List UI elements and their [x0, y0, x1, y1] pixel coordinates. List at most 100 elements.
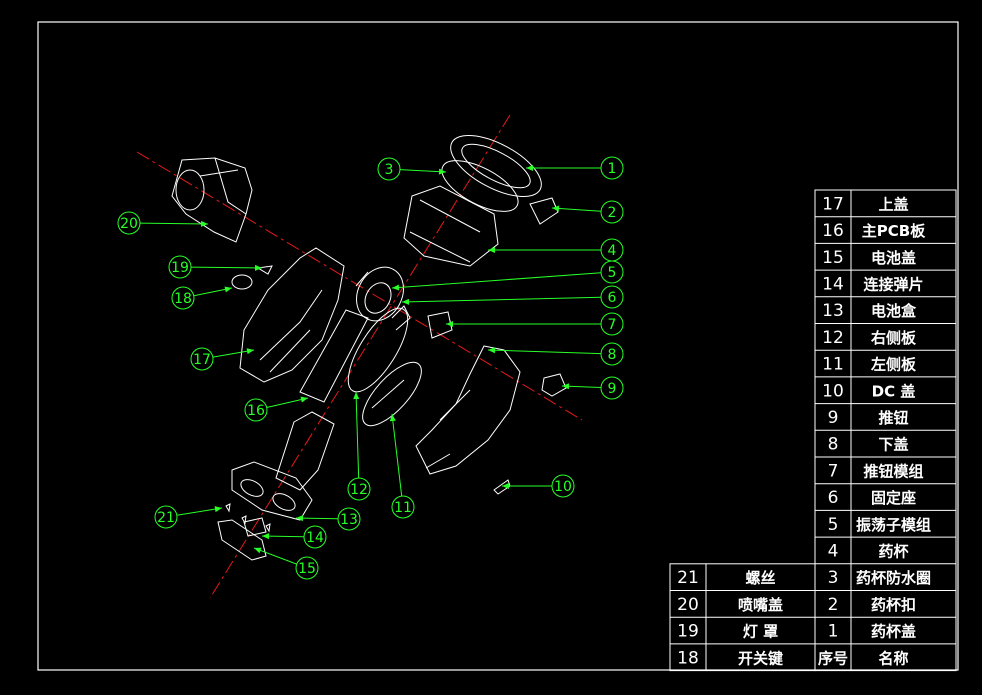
callout-circle-16	[244, 398, 268, 422]
part-screws	[225, 503, 271, 533]
leader-arrow-11	[389, 414, 396, 422]
leader-arrow-2	[552, 205, 560, 212]
callout-number-9: 9	[608, 381, 617, 397]
part-main-pcb	[299, 309, 369, 403]
callout-number-20: 20	[120, 216, 138, 232]
callout-number-5: 5	[608, 265, 617, 281]
bom-item-name: 喷嘴盖	[738, 596, 783, 614]
callout-number-18: 18	[174, 291, 192, 307]
bom-item-name: DC 盖	[872, 382, 916, 400]
callout-number-4: 4	[608, 243, 617, 259]
callout-number-11: 11	[394, 500, 412, 516]
leader-line-12	[355, 391, 360, 479]
bom-item-name: 推钮	[878, 409, 908, 427]
part-outlines	[171, 135, 567, 561]
leader-arrow-19	[254, 264, 262, 271]
callout-17: 17	[190, 347, 255, 371]
part-cup-clip	[529, 197, 559, 225]
leader-arrow-13	[296, 515, 304, 522]
bom-item-number: 13	[822, 301, 844, 321]
part-seal-ring	[441, 160, 519, 212]
leader-line-21	[176, 507, 223, 516]
callout-circle-7	[600, 312, 624, 336]
part-upper-cover	[239, 247, 345, 383]
leader-line-2	[551, 207, 602, 212]
bom-item-number: 21	[677, 568, 699, 588]
callout-number-16: 16	[247, 403, 265, 419]
callout-number-15: 15	[298, 561, 316, 577]
callout-4: 4	[488, 238, 624, 262]
callout-circle-11	[391, 495, 415, 519]
bom-item-name: 连接弹片	[863, 275, 923, 293]
callout-number-2: 2	[608, 205, 617, 221]
callout-3: 3	[377, 157, 447, 181]
callout-circle-12	[347, 477, 371, 501]
bom-item-number: 6	[828, 488, 839, 508]
callout-21: 21	[154, 505, 223, 529]
bom-item-number: 10	[822, 381, 844, 401]
leader-line-8	[487, 349, 602, 355]
callout-circle-2	[600, 200, 624, 224]
callout-circle-14	[303, 525, 327, 549]
callout-1: 1	[526, 156, 624, 180]
callout-10: 10	[502, 474, 575, 498]
callout-circle-10	[551, 474, 575, 498]
callout-2: 2	[551, 200, 624, 224]
drawing-frame	[37, 21, 959, 671]
bom-item-number: 20	[677, 595, 699, 615]
leader-arrow-14	[262, 533, 270, 540]
bom-item-number: 19	[677, 622, 699, 642]
callout-circle-21	[154, 505, 178, 529]
leader-arrow-9	[562, 383, 570, 390]
bom-item-number: 18	[677, 648, 699, 668]
bom-item-name: 药杯防水圈	[856, 569, 931, 587]
part-nozzle-cap	[171, 157, 253, 243]
bom-item-number: 5	[828, 515, 839, 535]
bom-item-name: 主PCB板	[862, 222, 926, 240]
callout-circle-17	[190, 347, 214, 371]
callout-number-17: 17	[193, 352, 211, 368]
callout-6: 6	[401, 285, 624, 309]
part-lower-cover	[415, 345, 521, 475]
callout-circle-13	[337, 507, 361, 531]
leader-arrow-15	[254, 547, 262, 554]
callout-number-7: 7	[608, 317, 617, 333]
callout-number-14: 14	[306, 530, 324, 546]
part-right-side-plate	[347, 307, 409, 393]
bom-item-number: 14	[822, 274, 844, 294]
leader-arrow-12	[353, 392, 360, 400]
bom-item-name: 电池盖	[871, 249, 916, 267]
callout-circle-19	[168, 255, 192, 279]
callout-number-1: 1	[608, 161, 617, 177]
leader-arrow-17	[246, 348, 254, 355]
leader-line-11	[391, 413, 403, 497]
callout-circle-3	[377, 157, 401, 181]
callout-number-8: 8	[608, 347, 617, 363]
callout-14: 14	[261, 525, 327, 549]
callout-13: 13	[295, 507, 361, 531]
callout-number-10: 10	[554, 479, 572, 495]
bom-item-name: 螺丝	[745, 569, 775, 587]
bom-item-number: 4	[828, 541, 839, 561]
bom-item-number: 17	[822, 194, 844, 214]
callout-circle-15	[295, 556, 319, 580]
bom-item-number: 7	[828, 461, 839, 481]
callout-7: 7	[446, 312, 624, 336]
bom-item-name: 下盖	[878, 436, 908, 454]
part-lamp-cover	[256, 265, 273, 275]
callout-20: 20	[117, 211, 209, 235]
callout-9: 9	[561, 376, 624, 400]
callout-19: 19	[168, 255, 263, 279]
bom-item-number: 8	[828, 435, 839, 455]
part-oscillator-module	[355, 266, 411, 331]
bom-item-name: 右侧板	[871, 329, 917, 347]
callout-number-3: 3	[385, 162, 394, 178]
bom-item-number: 11	[822, 355, 844, 375]
leader-arrow-20	[200, 220, 208, 227]
bom-header-number: 序号	[818, 649, 848, 667]
bom-item-name: 灯 罩	[743, 623, 778, 641]
callout-circle-5	[600, 260, 624, 284]
bom-item-name: 振荡子模组	[856, 516, 931, 534]
